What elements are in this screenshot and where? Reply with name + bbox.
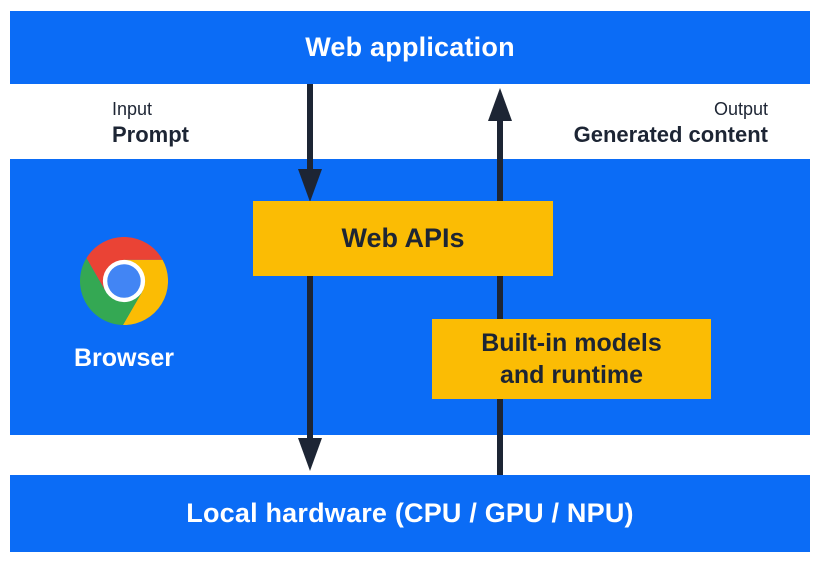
input-label-group: Input Prompt [112, 97, 189, 148]
output-flow-arrowhead [488, 88, 512, 121]
web-apis-label: Web APIs [341, 223, 465, 253]
input-flow-arrow-shaft-upper [307, 84, 313, 171]
output-label-group: Output Generated content [574, 97, 768, 148]
input-flow-arrowhead-upper [298, 169, 322, 202]
chrome-logo-icon [80, 237, 168, 325]
input-label: Input [112, 99, 153, 119]
web-application-label: Web application [305, 32, 515, 62]
output-label: Output [713, 99, 768, 119]
browser-label: Browser [73, 344, 175, 372]
web-application-bar: Web application [10, 11, 810, 84]
input-flow-arrowhead-lower [298, 438, 322, 471]
output-flow-arrow-shaft [497, 120, 503, 475]
prompt-label: Prompt [112, 122, 189, 147]
input-flow-arrow-shaft-lower [307, 276, 313, 439]
builtin-models-box: Built-in models and runtime [432, 319, 711, 399]
builtin-models-label: Built-in models and runtime [481, 329, 662, 389]
local-hardware-bar: Local hardware (CPU / GPU / NPU) [10, 475, 810, 552]
web-apis-box: Web APIs [253, 201, 553, 276]
generated-content-label: Generated content [573, 122, 768, 147]
local-hardware-label: Local hardware (CPU / GPU / NPU) [186, 498, 634, 528]
